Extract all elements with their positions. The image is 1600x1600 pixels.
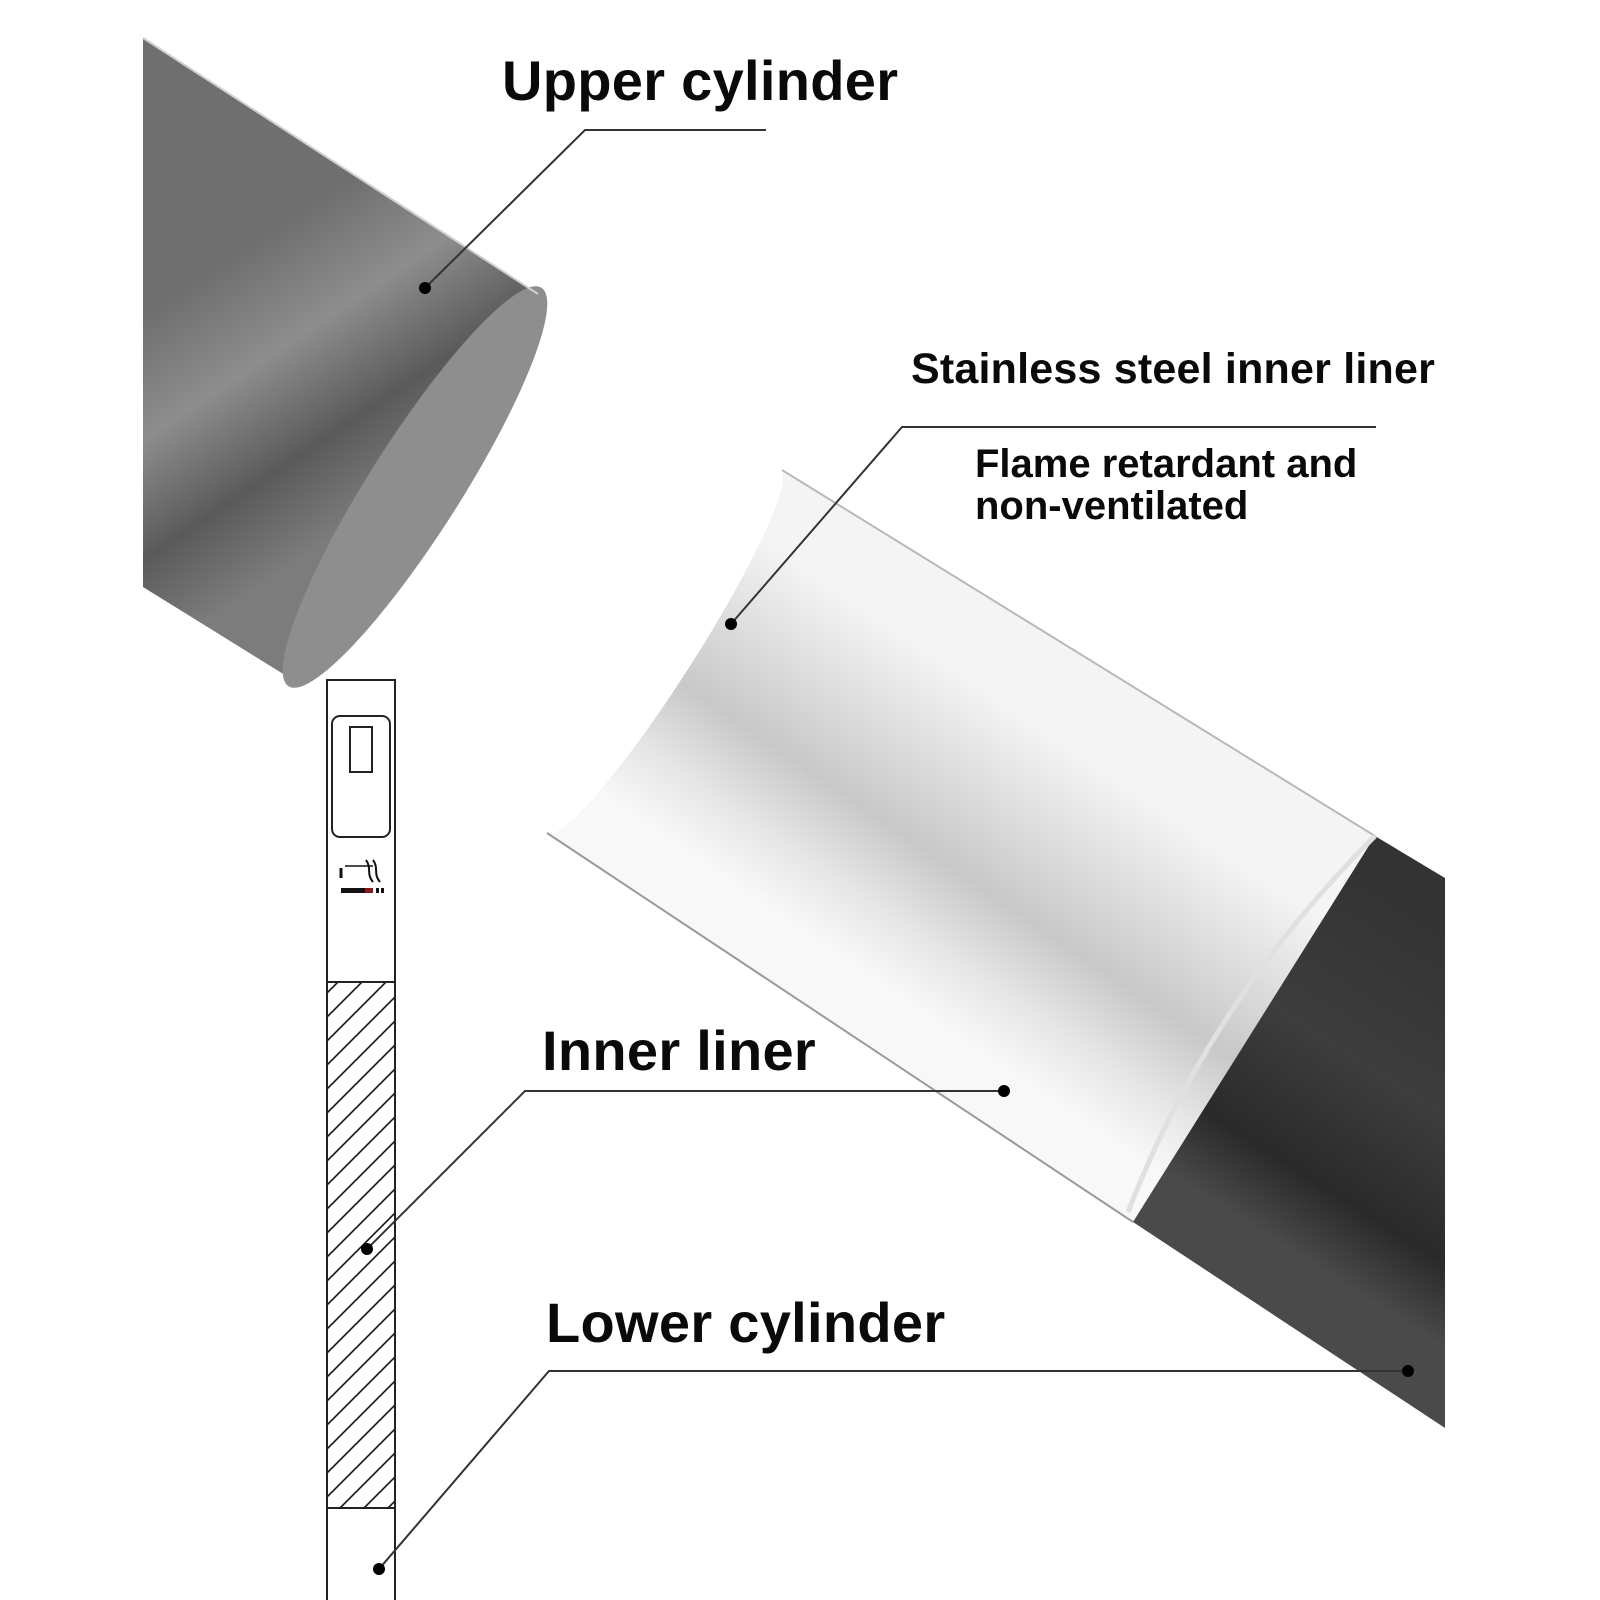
- label-flame-line-1: Flame retardant and: [975, 442, 1358, 486]
- leader-stainless-liner: [725, 426, 1376, 630]
- leader-upper-cylinder: [419, 129, 766, 294]
- label-upper-cylinder: Upper cylinder: [502, 49, 899, 112]
- label-flame-retardant: Flame retardant and non-ventilated: [975, 443, 1357, 527]
- label-lower-cylinder: Lower cylinder: [546, 1291, 946, 1354]
- lower-cylinder-tube: [1125, 834, 1445, 1428]
- leader-inner-liner-diagram: [361, 1085, 1010, 1255]
- label-flame-line-2: non-ventilated: [975, 484, 1249, 528]
- smoking-icon: [339, 859, 384, 893]
- leader-lower-cylinder: [373, 1365, 1414, 1575]
- label-inner-liner: Inner liner: [542, 1019, 817, 1082]
- label-stainless-steel-inner-liner: Stainless steel inner liner: [911, 345, 1436, 393]
- stainless-liner-tube: [544, 468, 1376, 1223]
- ashtray-cross-section: [326, 679, 396, 1600]
- upper-cylinder-tube: [142, 37, 548, 688]
